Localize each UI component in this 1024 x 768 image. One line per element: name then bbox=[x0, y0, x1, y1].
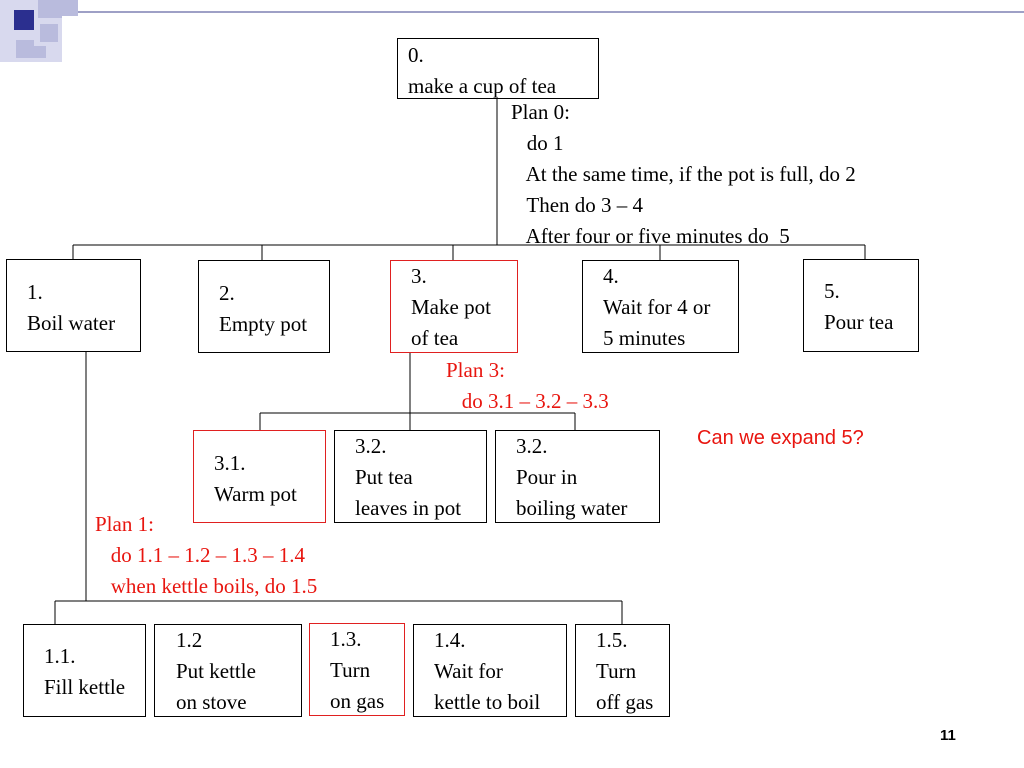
task-box-2: 2.Empty pot bbox=[198, 260, 330, 353]
plan-3: Plan 3: do 3.1 – 3.2 – 3.3 bbox=[446, 358, 609, 413]
node-text: 2.Empty pot bbox=[219, 281, 308, 336]
plan-1: Plan 1: do 1.1 – 1.2 – 1.3 – 1.4 when ke… bbox=[95, 512, 318, 598]
logo-square bbox=[38, 0, 62, 18]
node-text: 1.1.Fill kettle bbox=[44, 644, 126, 699]
task-box-1-1: 1.1.Fill kettle bbox=[23, 624, 146, 717]
logo-square bbox=[40, 24, 58, 42]
plan-0: Plan 0: do 1 At the same time, if the po… bbox=[511, 100, 856, 248]
node-text: 0.make a cup of tea bbox=[408, 43, 557, 98]
header-line bbox=[78, 11, 1024, 13]
logo-square bbox=[34, 46, 46, 58]
task-box-5: 5.Pour tea bbox=[803, 259, 919, 352]
logo-square bbox=[14, 10, 34, 30]
logo-square bbox=[16, 40, 34, 58]
task-box-0: 0.make a cup of tea bbox=[397, 38, 599, 99]
logo-square bbox=[62, 0, 78, 16]
task-box-3-1: 3.1.Warm pot bbox=[193, 430, 326, 523]
node-text: 1.Boil water bbox=[27, 280, 116, 335]
node-text: 3.1.Warm pot bbox=[214, 451, 297, 506]
page-number: 11 bbox=[940, 727, 956, 744]
node-text: 5.Pour tea bbox=[824, 279, 894, 334]
expand-question: Can we expand 5? bbox=[697, 427, 864, 449]
task-box-1: 1.Boil water bbox=[6, 259, 141, 352]
